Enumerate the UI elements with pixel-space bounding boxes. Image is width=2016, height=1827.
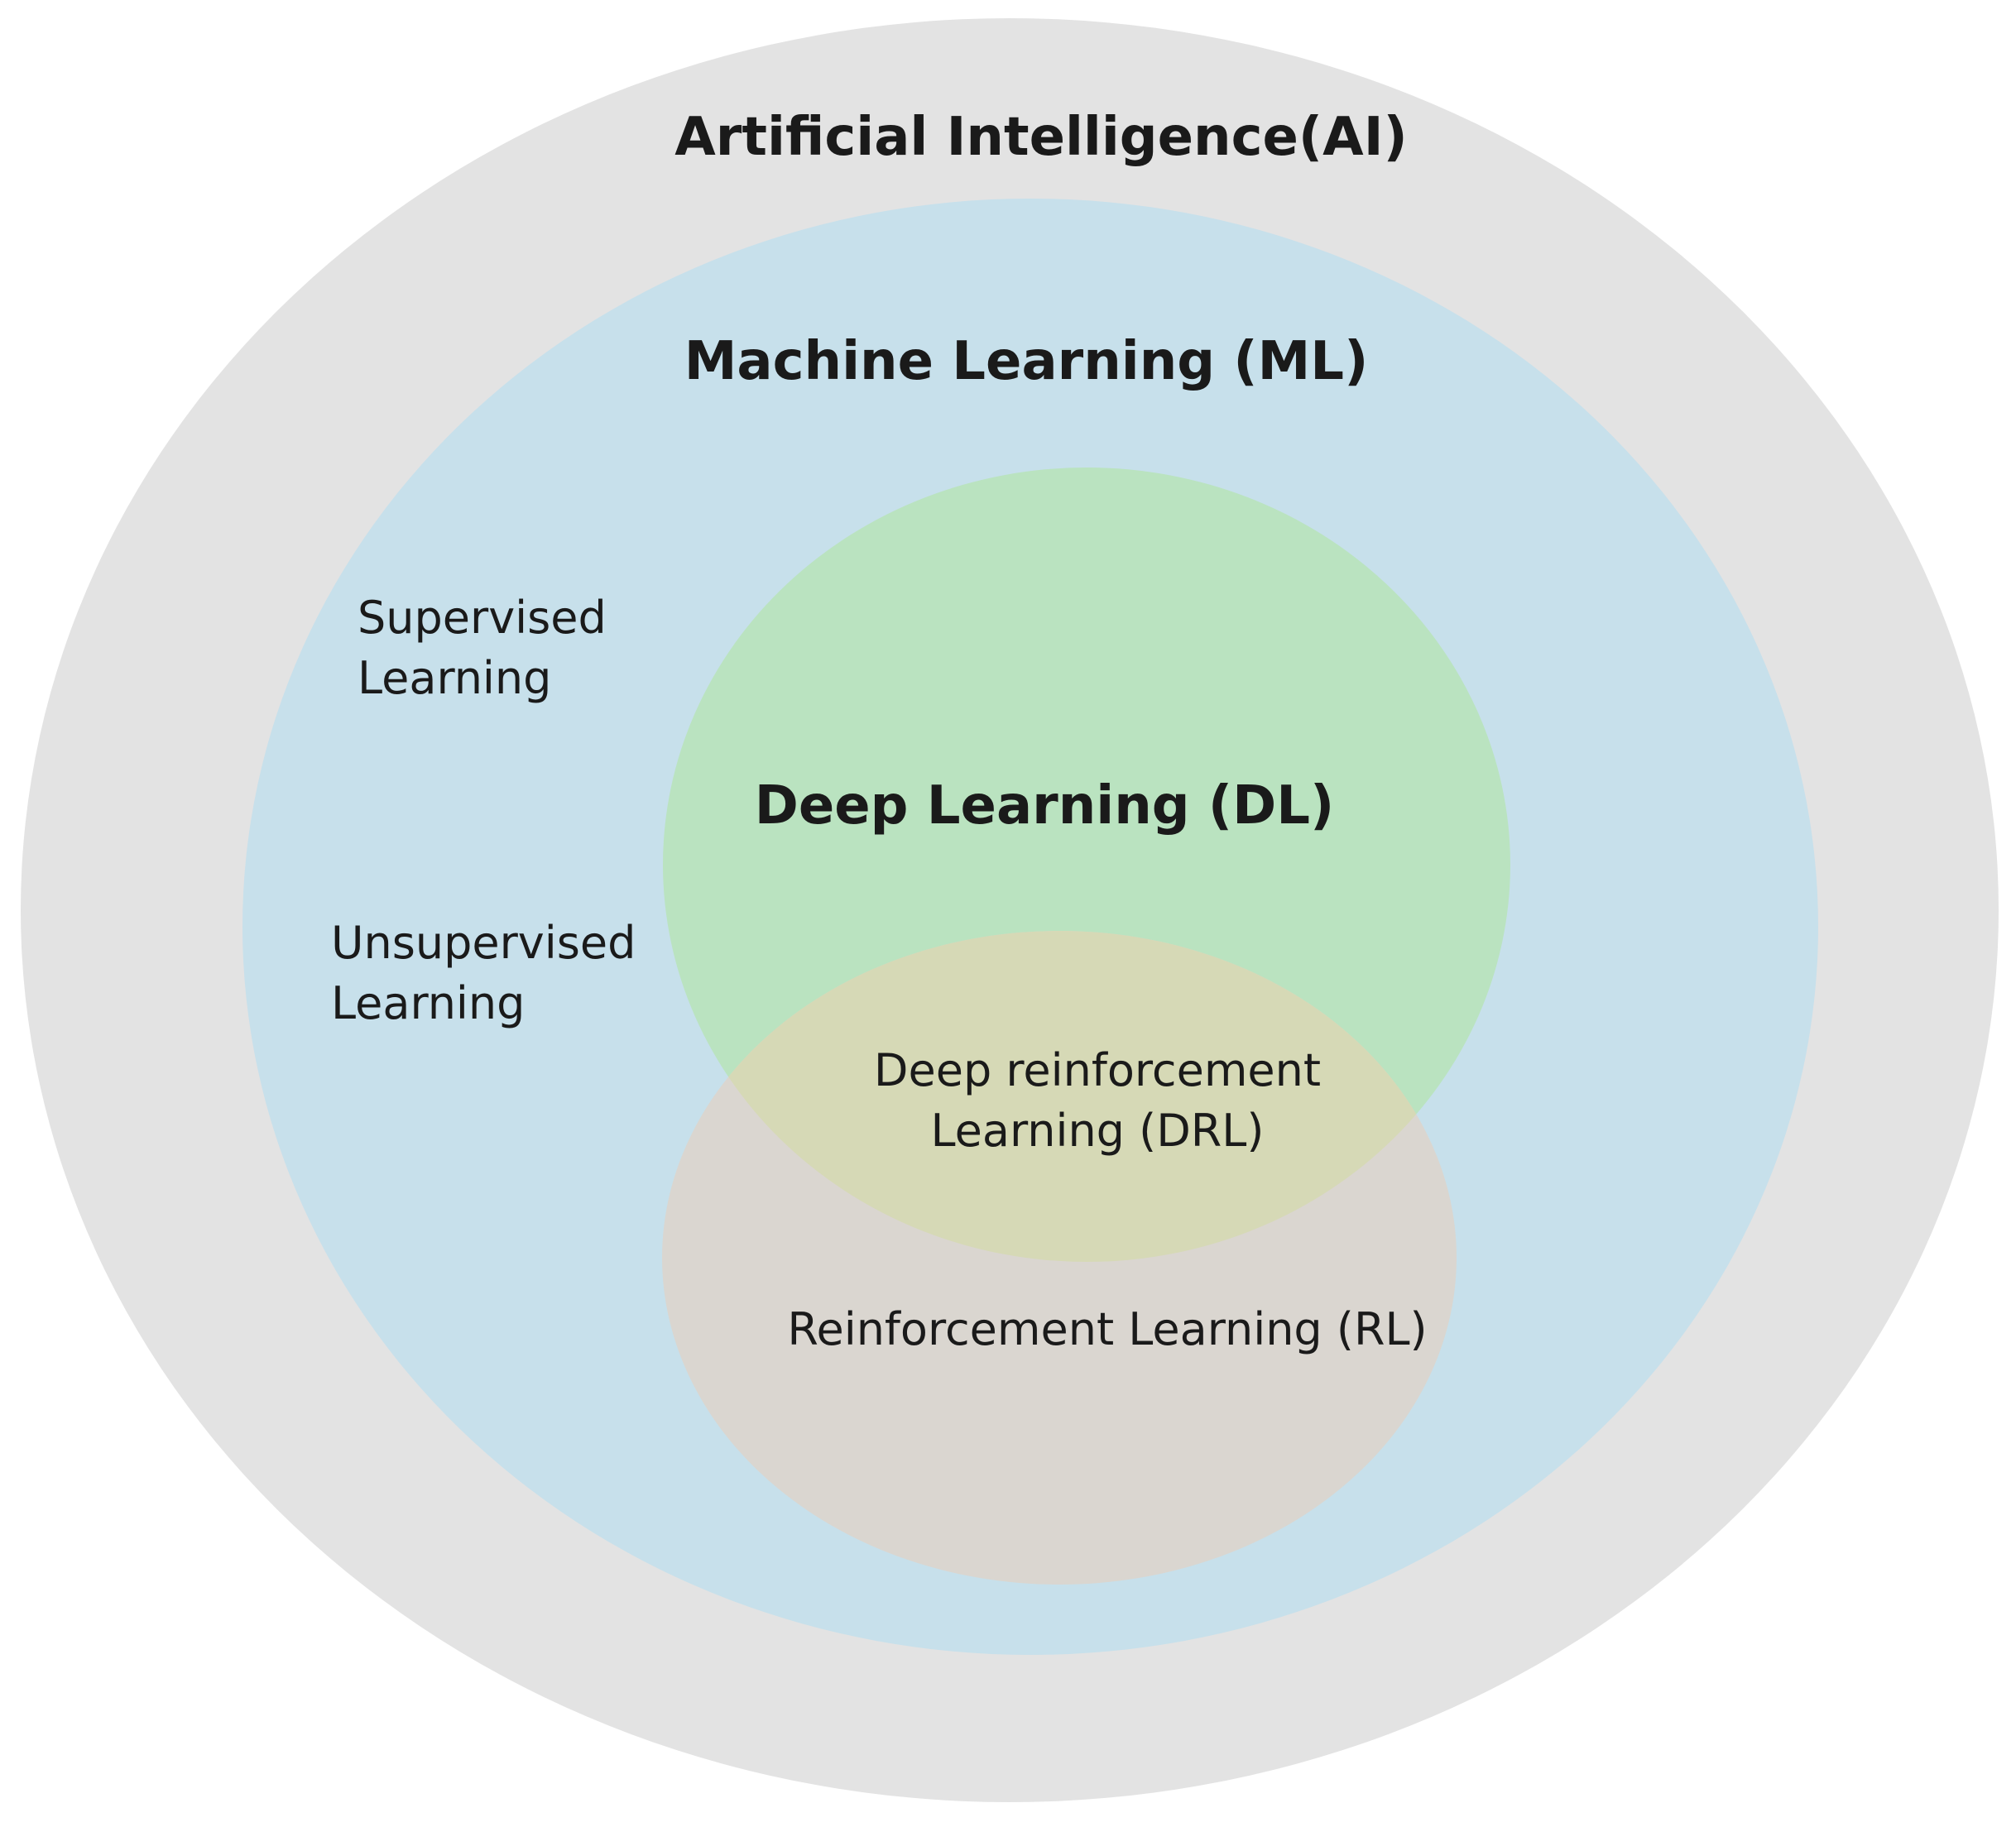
drl-overlap-region bbox=[663, 931, 1457, 1262]
drl-label-line2: Learning (DRL) bbox=[931, 1105, 1265, 1157]
dl-label: Deep Learning (DL) bbox=[755, 775, 1335, 837]
ml-label: Machine Learning (ML) bbox=[684, 331, 1369, 392]
ai-label: Artificial Intelligence(AI) bbox=[674, 107, 1408, 168]
drl-label-line1: Deep reinforcement bbox=[874, 1044, 1321, 1096]
supervised-learning-label-line2: Learning bbox=[358, 652, 551, 704]
rl-label: Reinforcement Learning (RL) bbox=[787, 1303, 1427, 1355]
unsupervised-learning-label-line1: Unsupervised bbox=[331, 917, 636, 969]
unsupervised-learning-label-line2: Learning bbox=[331, 977, 525, 1029]
supervised-learning-label-line1: Supervised bbox=[358, 592, 607, 644]
